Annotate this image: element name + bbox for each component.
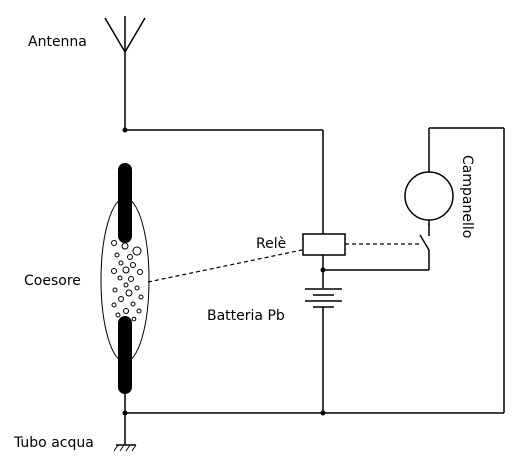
tapper-link (147, 249, 303, 283)
antenna-label: Antenna (28, 34, 87, 50)
battery-symbol (305, 288, 342, 413)
ground-icon (113, 444, 137, 452)
bell-symbol (404, 171, 454, 221)
bottom-wire (124, 412, 323, 445)
bell-switch (419, 224, 430, 251)
top-wire (125, 129, 324, 234)
ground-label: Tubo acqua (13, 435, 94, 451)
bell-label: Campanello (459, 155, 475, 238)
junction-bottom-left (122, 410, 128, 416)
relay-coil (302, 233, 346, 256)
metal-filings (111, 240, 144, 322)
junction-top-left (122, 127, 128, 133)
coherer-label: Coesore (24, 273, 81, 289)
right-loop-wire (323, 127, 505, 414)
junction-relay (320, 267, 326, 273)
antenna-symbol (104, 16, 146, 130)
coherer-symbol (100, 163, 150, 413)
junction-bottom-battery (320, 410, 326, 416)
battery-label: Batteria Pb (207, 308, 285, 324)
relay-label: Relè (256, 236, 286, 252)
